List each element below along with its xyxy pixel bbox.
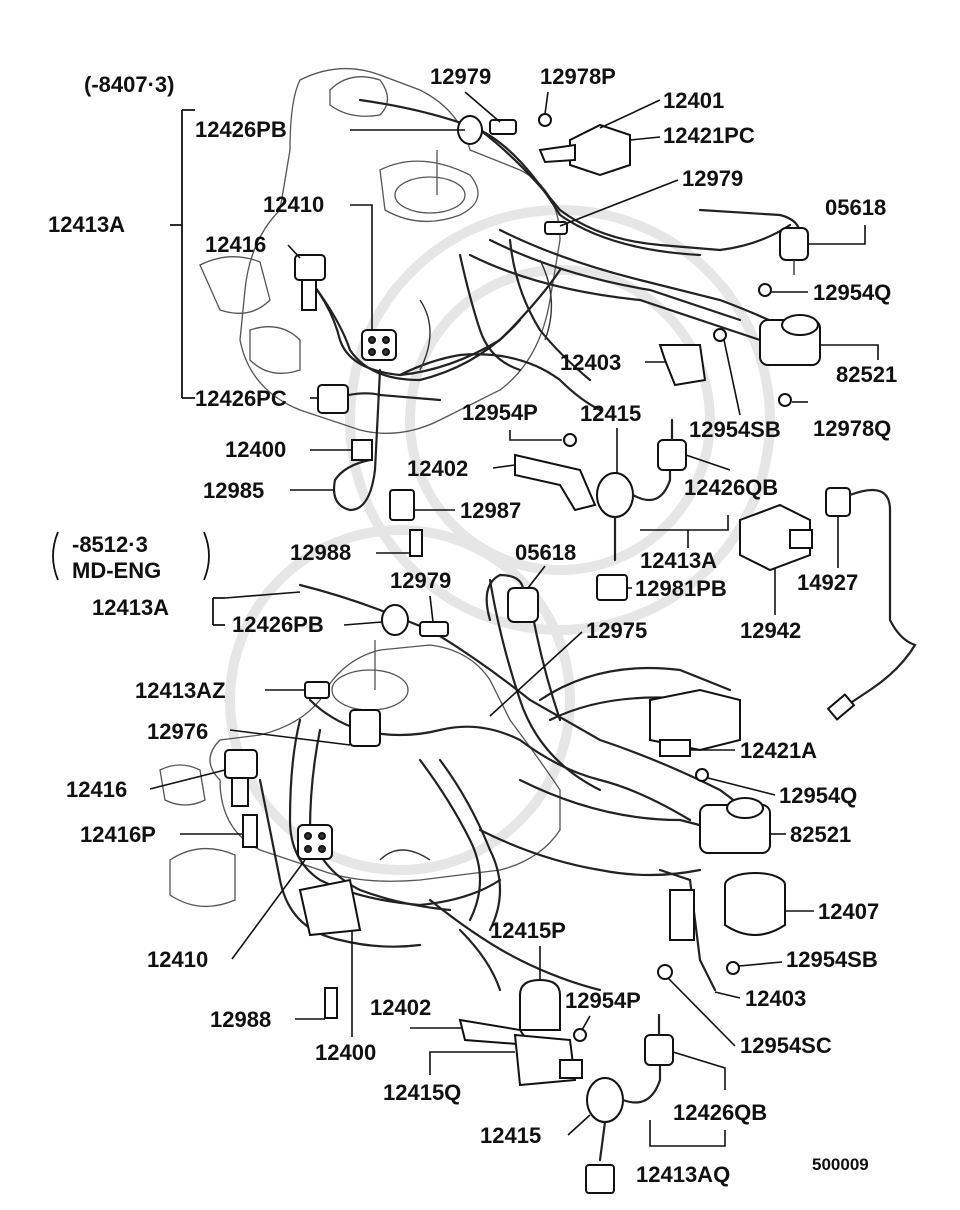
label-12978Q: 12978Q [813, 416, 891, 441]
label-12978P: 12978P [540, 64, 616, 89]
label-12400-lower: 12400 [315, 1040, 376, 1065]
label-12413A-lower: 12413A [92, 595, 169, 620]
label-12415P: 12415P [490, 918, 566, 943]
condition-upper: (-8407·3) [84, 72, 174, 97]
label-12954Q-lower: 12954Q [779, 783, 857, 808]
label-12421PC: 12421PC [663, 123, 755, 148]
label-12976: 12976 [147, 719, 208, 744]
label-12403-top: 12403 [560, 350, 621, 375]
label-12413AQ: 12413AQ [636, 1162, 730, 1187]
condition-lower-line2: MD-ENG [72, 558, 161, 583]
document-number: 500009 [812, 1155, 869, 1174]
label-12988-lower: 12988 [210, 1007, 271, 1032]
condition-lower-line1: -8512·3 [72, 532, 148, 557]
label-12981PB: 12981PB [635, 576, 727, 601]
label-12426QB-top: 12426QB [684, 475, 778, 500]
label-12954P-top: 12954P [462, 400, 538, 425]
label-12413A-top: 12413A [48, 212, 125, 237]
label-12954Q-top: 12954Q [813, 280, 891, 305]
label-12426PB-top: 12426PB [195, 117, 287, 142]
label-12975: 12975 [586, 618, 647, 643]
label-05618-lower: 05618 [515, 540, 576, 565]
label-12403-lower: 12403 [745, 986, 806, 1011]
label-12407: 12407 [818, 899, 879, 924]
label-12410-top: 12410 [263, 192, 324, 217]
label-82521-lower: 82521 [790, 822, 851, 847]
lower-labels: -8512·3 MD-ENG 05618 12979 12413A 12426P… [52, 531, 879, 1187]
label-12402-top: 12402 [407, 456, 468, 481]
label-12954P-lower: 12954P [565, 988, 641, 1013]
label-12413A-mid: 12413A [640, 548, 717, 573]
label-12426PC: 12426PC [195, 386, 287, 411]
label-12415-lower: 12415 [480, 1123, 541, 1148]
label-12416-top: 12416 [205, 232, 266, 257]
label-12979-top: 12979 [430, 64, 491, 89]
label-12413AZ: 12413AZ [135, 678, 226, 703]
label-12979-lower: 12979 [390, 568, 451, 593]
label-12402-lower: 12402 [370, 995, 431, 1020]
upper-engine-assembly [199, 67, 917, 721]
label-12415-top: 12415 [580, 401, 641, 426]
label-12401: 12401 [663, 88, 724, 113]
upper-labels: (-8407·3) 12979 12978P 12401 12421PC 124… [48, 64, 897, 643]
label-12416P: 12416P [80, 822, 156, 847]
label-12421A: 12421A [740, 738, 817, 763]
label-82521-top: 82521 [836, 362, 897, 387]
label-12954SC: 12954SC [740, 1033, 832, 1058]
label-12979-mid: 12979 [682, 166, 743, 191]
label-12426PB-lower: 12426PB [232, 612, 324, 637]
lower-engine-assembly [159, 573, 786, 1194]
label-14927: 14927 [797, 570, 858, 595]
label-12416-lower: 12416 [66, 777, 127, 802]
label-12954SB-lower: 12954SB [786, 947, 878, 972]
label-12954SB-top: 12954SB [689, 417, 781, 442]
label-12942: 12942 [740, 618, 801, 643]
label-12400-top: 12400 [225, 437, 286, 462]
label-12410-lower: 12410 [147, 947, 208, 972]
label-12426QB-lower: 12426QB [673, 1100, 767, 1125]
label-12987: 12987 [460, 498, 521, 523]
label-12985: 12985 [203, 478, 264, 503]
label-12415Q: 12415Q [383, 1080, 461, 1105]
label-05618-top: 05618 [825, 195, 886, 220]
label-12988-top: 12988 [290, 540, 351, 565]
